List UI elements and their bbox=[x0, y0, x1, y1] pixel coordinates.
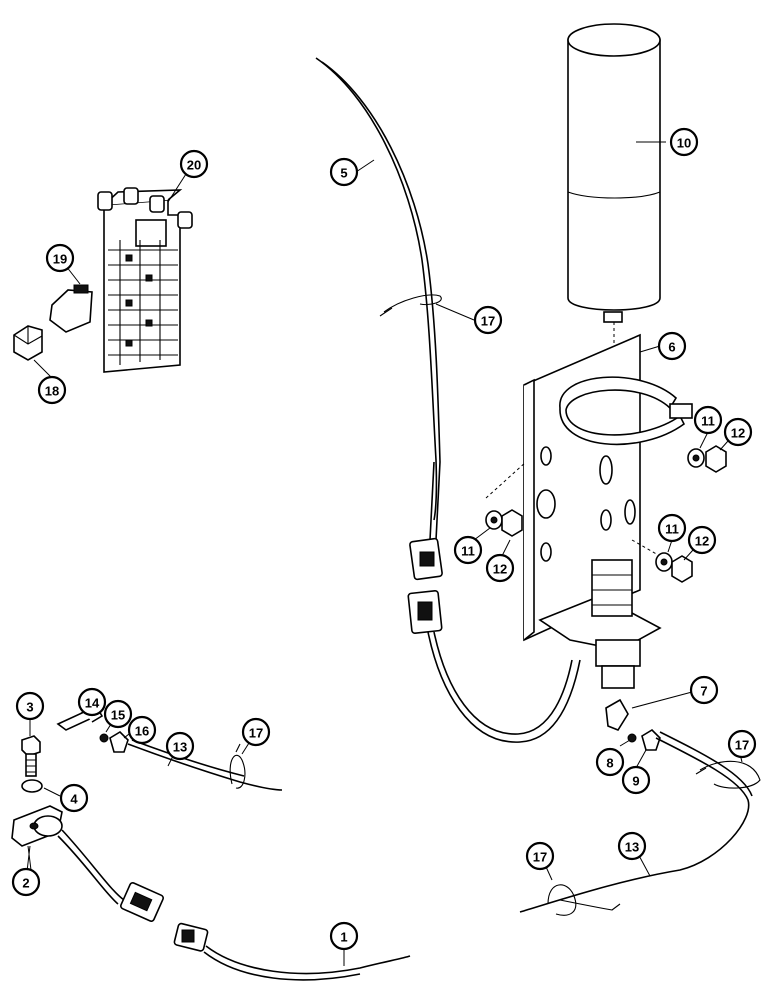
wire-harness-5 bbox=[315, 57, 438, 521]
mounting-bracket bbox=[523, 333, 693, 689]
callout-8: 8 bbox=[595, 747, 625, 777]
svg-text:12: 12 bbox=[493, 562, 507, 577]
callout-13-right: 13 bbox=[617, 831, 647, 861]
callout-2: 2 bbox=[11, 867, 41, 897]
fuse bbox=[49, 284, 93, 333]
svg-text:17: 17 bbox=[533, 850, 547, 865]
lock-washer bbox=[21, 779, 43, 793]
callout-18: 18 bbox=[37, 375, 67, 405]
svg-text:3: 3 bbox=[26, 700, 33, 715]
callout-7: 7 bbox=[689, 675, 719, 705]
svg-text:2: 2 bbox=[22, 876, 29, 891]
callout-16: 16 bbox=[127, 715, 157, 745]
svg-text:12: 12 bbox=[695, 534, 709, 549]
canister bbox=[567, 23, 661, 560]
compression-nut bbox=[109, 730, 129, 753]
callout-12-bottom: 12 bbox=[687, 525, 717, 555]
svg-text:17: 17 bbox=[481, 314, 495, 329]
callout-9: 9 bbox=[621, 765, 651, 795]
callout-15: 15 bbox=[103, 699, 133, 729]
svg-text:19: 19 bbox=[53, 252, 67, 267]
svg-text:13: 13 bbox=[625, 840, 639, 855]
callout-14: 14 bbox=[77, 687, 107, 717]
callout-10: 10 bbox=[669, 127, 699, 157]
svg-text:17: 17 bbox=[735, 738, 749, 753]
svg-text:16: 16 bbox=[135, 724, 149, 739]
svg-text:14: 14 bbox=[85, 696, 100, 711]
svg-text:11: 11 bbox=[701, 414, 715, 429]
callout-12-top: 12 bbox=[723, 417, 753, 447]
svg-text:10: 10 bbox=[677, 136, 691, 151]
callout-19: 19 bbox=[45, 243, 75, 273]
sealing-ball bbox=[99, 733, 109, 743]
svg-text:12: 12 bbox=[731, 426, 745, 441]
callout-4: 4 bbox=[59, 783, 89, 813]
svg-text:4: 4 bbox=[70, 792, 78, 807]
svg-text:1: 1 bbox=[340, 930, 347, 945]
svg-text:8: 8 bbox=[606, 756, 613, 771]
svg-text:11: 11 bbox=[665, 522, 679, 537]
callout-3: 3 bbox=[15, 691, 45, 721]
washer-nut-set-right-top bbox=[687, 445, 727, 473]
callout-13-left: 13 bbox=[165, 731, 195, 761]
temperature-switch bbox=[11, 805, 63, 847]
svg-text:9: 9 bbox=[632, 774, 639, 789]
svg-text:20: 20 bbox=[187, 158, 201, 173]
callout-17-bottom: 17 bbox=[525, 841, 555, 871]
callout-17-top: 17 bbox=[473, 305, 503, 335]
fuse-relay-block bbox=[97, 187, 193, 373]
callout-12-left: 12 bbox=[485, 553, 515, 583]
elbow-fitting bbox=[605, 698, 629, 731]
svg-text:11: 11 bbox=[461, 544, 475, 559]
callout-5: 5 bbox=[329, 157, 359, 187]
svg-text:5: 5 bbox=[340, 166, 347, 181]
callout-1: 1 bbox=[329, 921, 359, 951]
svg-text:7: 7 bbox=[700, 684, 707, 699]
callout-6: 6 bbox=[657, 331, 687, 361]
callout-11-top: 11 bbox=[693, 405, 723, 435]
svg-text:15: 15 bbox=[111, 708, 125, 723]
relay bbox=[13, 325, 43, 361]
bolt bbox=[21, 735, 41, 777]
callout-11-left: 11 bbox=[453, 535, 483, 565]
callout-17-left: 17 bbox=[241, 717, 271, 747]
callout-17-right: 17 bbox=[727, 729, 757, 759]
fitting-nut bbox=[641, 728, 661, 751]
washer-nut-set-right-bottom bbox=[655, 552, 693, 583]
svg-text:17: 17 bbox=[249, 726, 263, 741]
svg-text:6: 6 bbox=[668, 340, 675, 355]
washer-nut-set-left bbox=[485, 509, 523, 537]
svg-text:13: 13 bbox=[173, 740, 187, 755]
svg-text:18: 18 bbox=[45, 384, 59, 399]
callout-11-bottom: 11 bbox=[657, 513, 687, 543]
callout-20: 20 bbox=[179, 149, 209, 179]
